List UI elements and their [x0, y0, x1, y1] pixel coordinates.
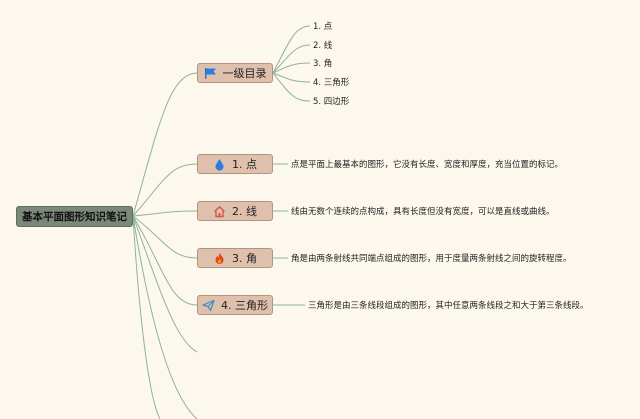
toc-item[interactable]: 2. 线 [313, 41, 333, 51]
connector-root-branch-2 [132, 210, 198, 217]
paper-plane-icon [202, 299, 215, 312]
root-node[interactable]: 基本平面图形知识笔记 [16, 206, 133, 227]
connector-toc-item-1 [272, 25, 311, 74]
toc-label: 一级目录 [222, 67, 267, 80]
branch-description: 线由无数个连续的点构成，具有长度但没有宽度，可以是直线或曲线。 [291, 207, 555, 217]
branch-node-line[interactable]: 2. 线 [197, 201, 273, 221]
flame-icon [213, 252, 226, 265]
flag-icon [204, 67, 217, 80]
branch-label: 4. 三角形 [221, 299, 268, 312]
connector-root-branch-1 [132, 163, 198, 217]
connector-toc-item-2 [272, 44, 311, 74]
branch-node-point[interactable]: 1. 点 [197, 154, 273, 174]
connector-root-extra-2 [132, 215, 198, 419]
branch-label: 1. 点 [232, 158, 257, 171]
toc-node[interactable]: 一级目录 [197, 63, 273, 83]
branch-label: 3. 角 [232, 252, 257, 265]
connector-root-extra-1 [132, 215, 198, 353]
branch-description: 三角形是由三条线段组成的图形，其中任意两条线段之和大于第三条线段。 [308, 301, 589, 311]
connector-root-extra-3 [132, 215, 161, 419]
connector-toc-item-4 [272, 72, 311, 83]
connector-root-toc [132, 72, 198, 217]
branch-description: 角是由两条射线共同端点组成的图形，用于度量两条射线之间的旋转程度。 [291, 254, 572, 264]
branch-description: 点是平面上最基本的图形，它没有长度、宽度和厚度，充当位置的标记。 [291, 160, 564, 170]
toc-item[interactable]: 4. 三角形 [313, 78, 350, 88]
toc-item[interactable]: 5. 四边形 [313, 97, 350, 107]
connector-root-branch-4 [132, 215, 198, 306]
toc-item[interactable]: 3. 角 [313, 59, 333, 69]
branch-label: 2. 线 [232, 205, 257, 218]
branch-node-triangle[interactable]: 4. 三角形 [197, 295, 273, 315]
home-icon [213, 205, 226, 218]
root-label: 基本平面图形知识笔记 [22, 211, 127, 223]
toc-item[interactable]: 1. 点 [313, 22, 333, 32]
water-drop-icon [213, 158, 226, 171]
branch-node-angle[interactable]: 3. 角 [197, 248, 273, 268]
connector-toc-item-3 [272, 62, 311, 74]
connector-toc-item-5 [272, 72, 311, 102]
connector-root-branch-3 [132, 215, 198, 259]
